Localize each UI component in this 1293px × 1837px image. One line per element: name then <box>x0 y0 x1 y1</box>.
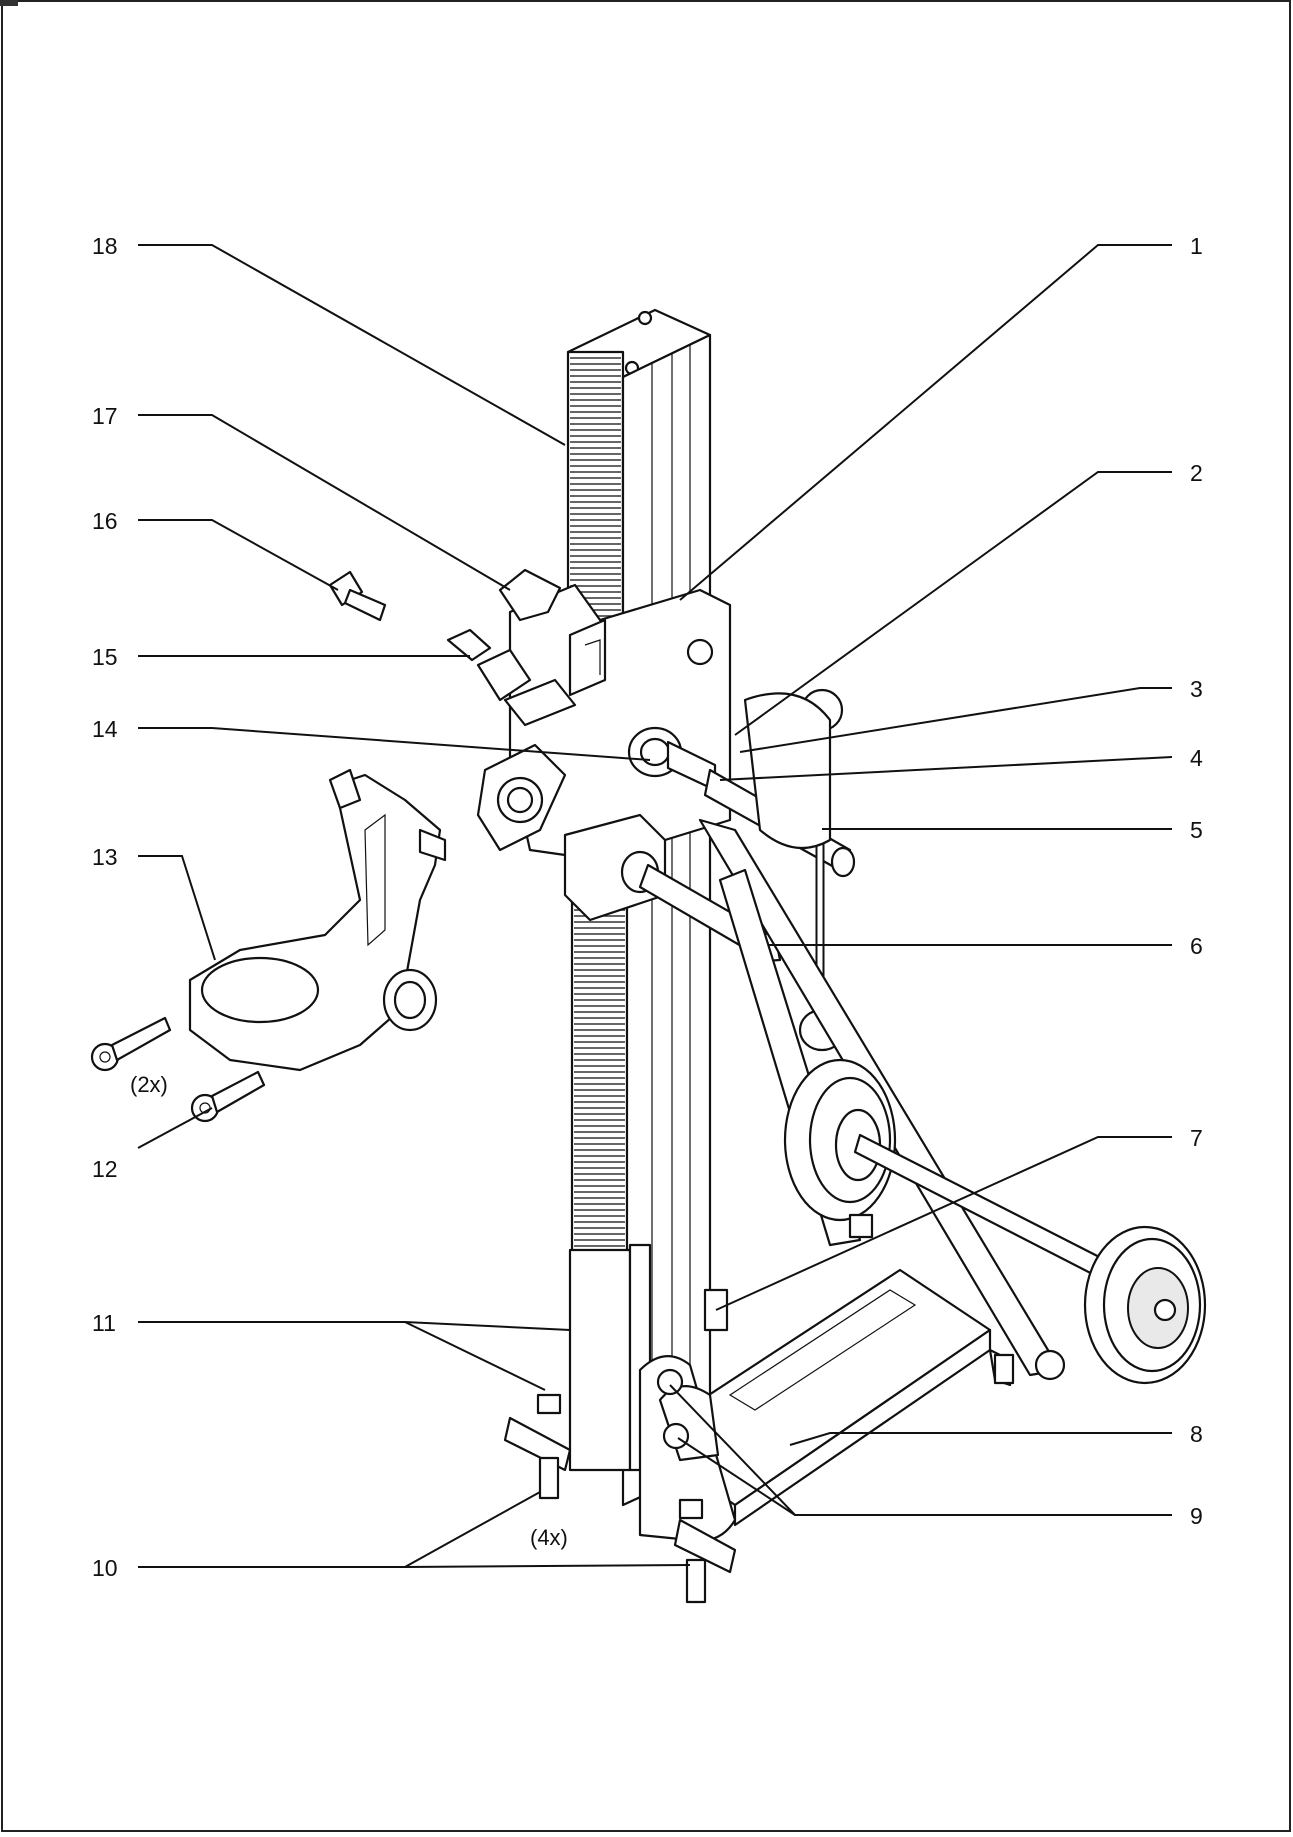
leveling-screw-head <box>536 1393 562 1415</box>
feed-shaft-end <box>830 846 856 878</box>
leader-17 <box>138 414 511 591</box>
rack-lower <box>570 878 629 1287</box>
bracket-pin-top <box>328 768 362 810</box>
support-struts <box>698 818 1207 1385</box>
foot-bar-right <box>673 1518 737 1574</box>
carriage-bolt <box>686 638 714 666</box>
callout-13: 13 <box>92 844 118 870</box>
leveling-screw-head <box>678 1498 704 1520</box>
callout-1: 1 <box>1190 233 1203 259</box>
callout-5: 5 <box>1190 817 1203 843</box>
leveling-screw <box>538 1456 560 1500</box>
locking-lever <box>498 568 562 622</box>
strut-bolt <box>848 1213 874 1239</box>
leader-14 <box>138 727 651 761</box>
screw-16 <box>328 570 387 622</box>
callout-12: 12 <box>92 1156 118 1182</box>
callout-16: 16 <box>92 508 118 534</box>
clamp-shaft <box>503 678 577 727</box>
leader-10a <box>138 1491 541 1568</box>
adjust-bolt-lower <box>662 1422 690 1450</box>
leader-13 <box>138 855 216 961</box>
leader-3 <box>739 687 1172 753</box>
base-slot <box>728 1289 917 1411</box>
callout-3: 3 <box>1190 676 1203 702</box>
corner-mark <box>0 0 18 6</box>
callout-8: 8 <box>1190 1421 1203 1447</box>
socket-screw-thread <box>110 1016 172 1062</box>
clamp-body <box>476 648 532 702</box>
leader-2 <box>734 471 1172 736</box>
leader-11b <box>404 1321 546 1391</box>
leveling-screw <box>685 1558 707 1604</box>
socket-screw-thread <box>210 1070 266 1114</box>
quantity-note-4x: (4x) <box>530 1525 568 1550</box>
leader-lines <box>137 244 1173 1568</box>
callout-6: 6 <box>1190 933 1203 959</box>
leader-16 <box>138 519 339 591</box>
callout-7: 7 <box>1190 1125 1203 1151</box>
callout-14: 14 <box>92 716 118 742</box>
adjust-bolt-upper <box>656 1368 684 1396</box>
handle-disc <box>743 692 832 850</box>
feed-handle <box>743 688 846 1052</box>
leader-4 <box>719 756 1173 781</box>
clamp-knob <box>446 628 492 662</box>
callout-11: 11 <box>92 1310 116 1336</box>
clamp-bore <box>200 956 320 1024</box>
thread-shank <box>343 588 387 622</box>
base-plate <box>503 1268 1015 1604</box>
cap-screw <box>637 310 653 326</box>
foot-bar-left <box>503 1416 572 1472</box>
callout-labels: 18 17 16 15 14 13 12 11 10 1 2 3 4 5 6 7… <box>92 233 1203 1581</box>
leader-9b <box>677 1437 796 1516</box>
leader-12 <box>137 1107 213 1149</box>
leader-1 <box>679 244 1172 601</box>
leader-18 <box>138 244 566 446</box>
clamp-bracket <box>188 768 447 1072</box>
callout-18: 18 <box>92 233 118 259</box>
carriage-slot <box>568 618 607 697</box>
column-foot-block <box>568 1248 632 1472</box>
bracket-pin-side <box>418 828 447 862</box>
rack-upper <box>566 350 625 624</box>
strut-foot-bolt <box>1034 1349 1066 1381</box>
callout-4: 4 <box>1190 745 1203 771</box>
carriage <box>446 568 856 964</box>
callout-9: 9 <box>1190 1503 1203 1529</box>
callout-15: 15 <box>92 644 118 670</box>
leader-7 <box>715 1136 1172 1311</box>
quantity-note-2x: (2x) <box>130 1072 168 1097</box>
leader-10b <box>404 1564 691 1568</box>
callout-17: 17 <box>92 403 118 429</box>
callout-10: 10 <box>92 1555 118 1581</box>
leader-11a <box>138 1321 571 1331</box>
leader-8 <box>789 1432 1172 1446</box>
callout-2: 2 <box>1190 460 1203 486</box>
base-foot-right <box>993 1353 1015 1385</box>
